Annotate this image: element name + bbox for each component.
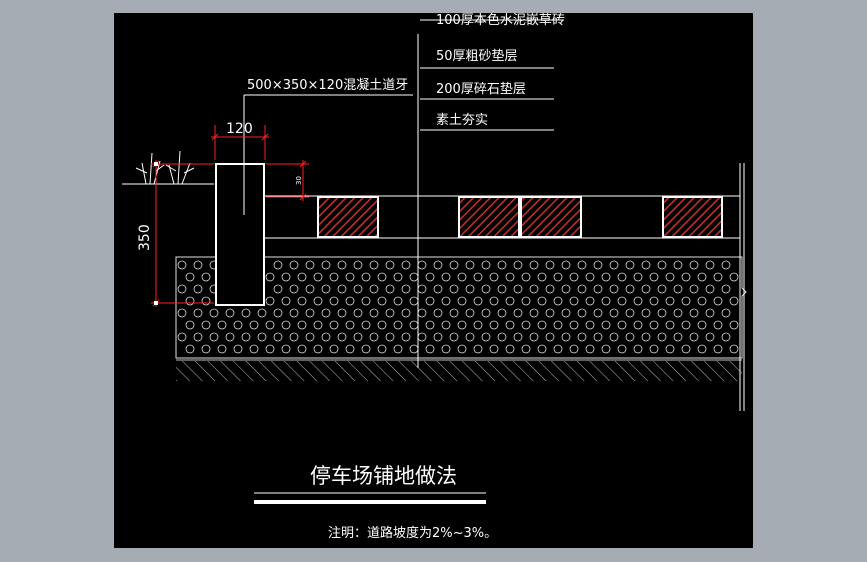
label-curb: 500×350×120混凝土道牙	[247, 77, 408, 93]
grass-ground	[122, 150, 214, 185]
paver-4	[662, 196, 723, 238]
concrete-curb	[215, 125, 265, 306]
drawing-note: 注明：道路坡度为2%~3%。	[328, 525, 497, 541]
label-paver-layer: 100厚本色水泥嵌草砖	[436, 13, 565, 28]
grass-pavers	[317, 196, 723, 238]
dimension-dots	[154, 162, 158, 305]
label-gravel-layer: 200厚碎石垫层	[436, 81, 526, 97]
label-sand-layer: 50厚粗砂垫层	[436, 48, 518, 64]
paver-2	[458, 196, 520, 238]
dim-curb-height: 350	[137, 224, 153, 251]
cad-drawing-area: 100厚本色水泥嵌草砖 50厚粗砂垫层 200厚碎石垫层 素土夯实 500×35…	[114, 13, 753, 548]
soil-layer	[176, 359, 742, 381]
gravel-layer	[175, 256, 747, 359]
dim-curb-reveal: 30	[295, 176, 303, 185]
paver-3	[520, 196, 582, 238]
drawing-title: 停车场铺地做法	[310, 464, 457, 488]
title-underline	[254, 492, 486, 504]
dim-curb-width: 120	[226, 121, 253, 137]
label-soil-layer: 素土夯实	[436, 113, 488, 128]
paver-1	[317, 196, 379, 238]
paving-section-drawing: 100厚本色水泥嵌草砖 50厚粗砂垫层 200厚碎石垫层 素土夯实 500×35…	[122, 13, 747, 541]
leader-lines	[243, 19, 564, 368]
gravel-pattern	[177, 260, 739, 354]
